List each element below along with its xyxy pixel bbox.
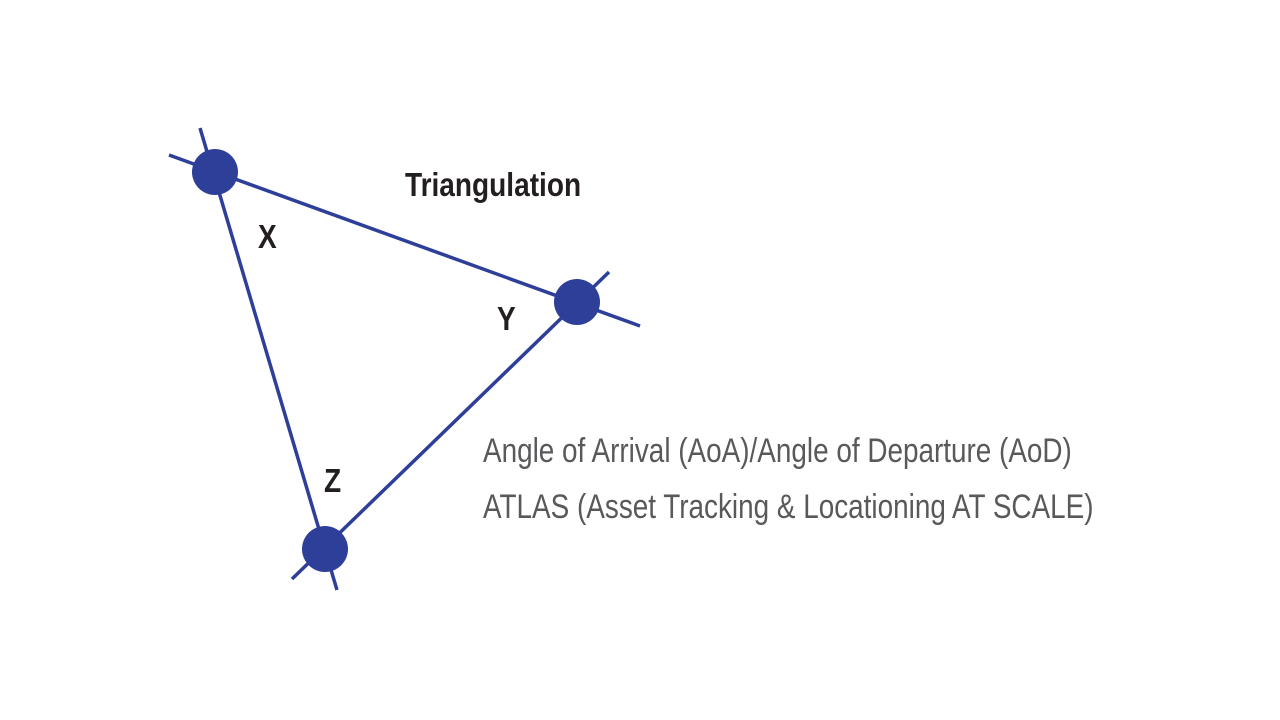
- vertex-label-z: Z: [324, 462, 342, 499]
- line-y-z: [290, 270, 611, 581]
- node-y: [554, 279, 600, 325]
- node-x: [192, 149, 238, 195]
- vertex-label-y: Y: [497, 300, 516, 337]
- line-x-z: [198, 127, 339, 591]
- diagram-title: Triangulation: [405, 166, 582, 203]
- description-atlas: ATLAS (Asset Tracking & Locationing AT S…: [483, 488, 1094, 526]
- node-z: [302, 526, 348, 572]
- description-aoa-aod: Angle of Arrival (AoA)/Angle of Departur…: [483, 432, 1072, 470]
- vertex-label-x: X: [258, 218, 277, 255]
